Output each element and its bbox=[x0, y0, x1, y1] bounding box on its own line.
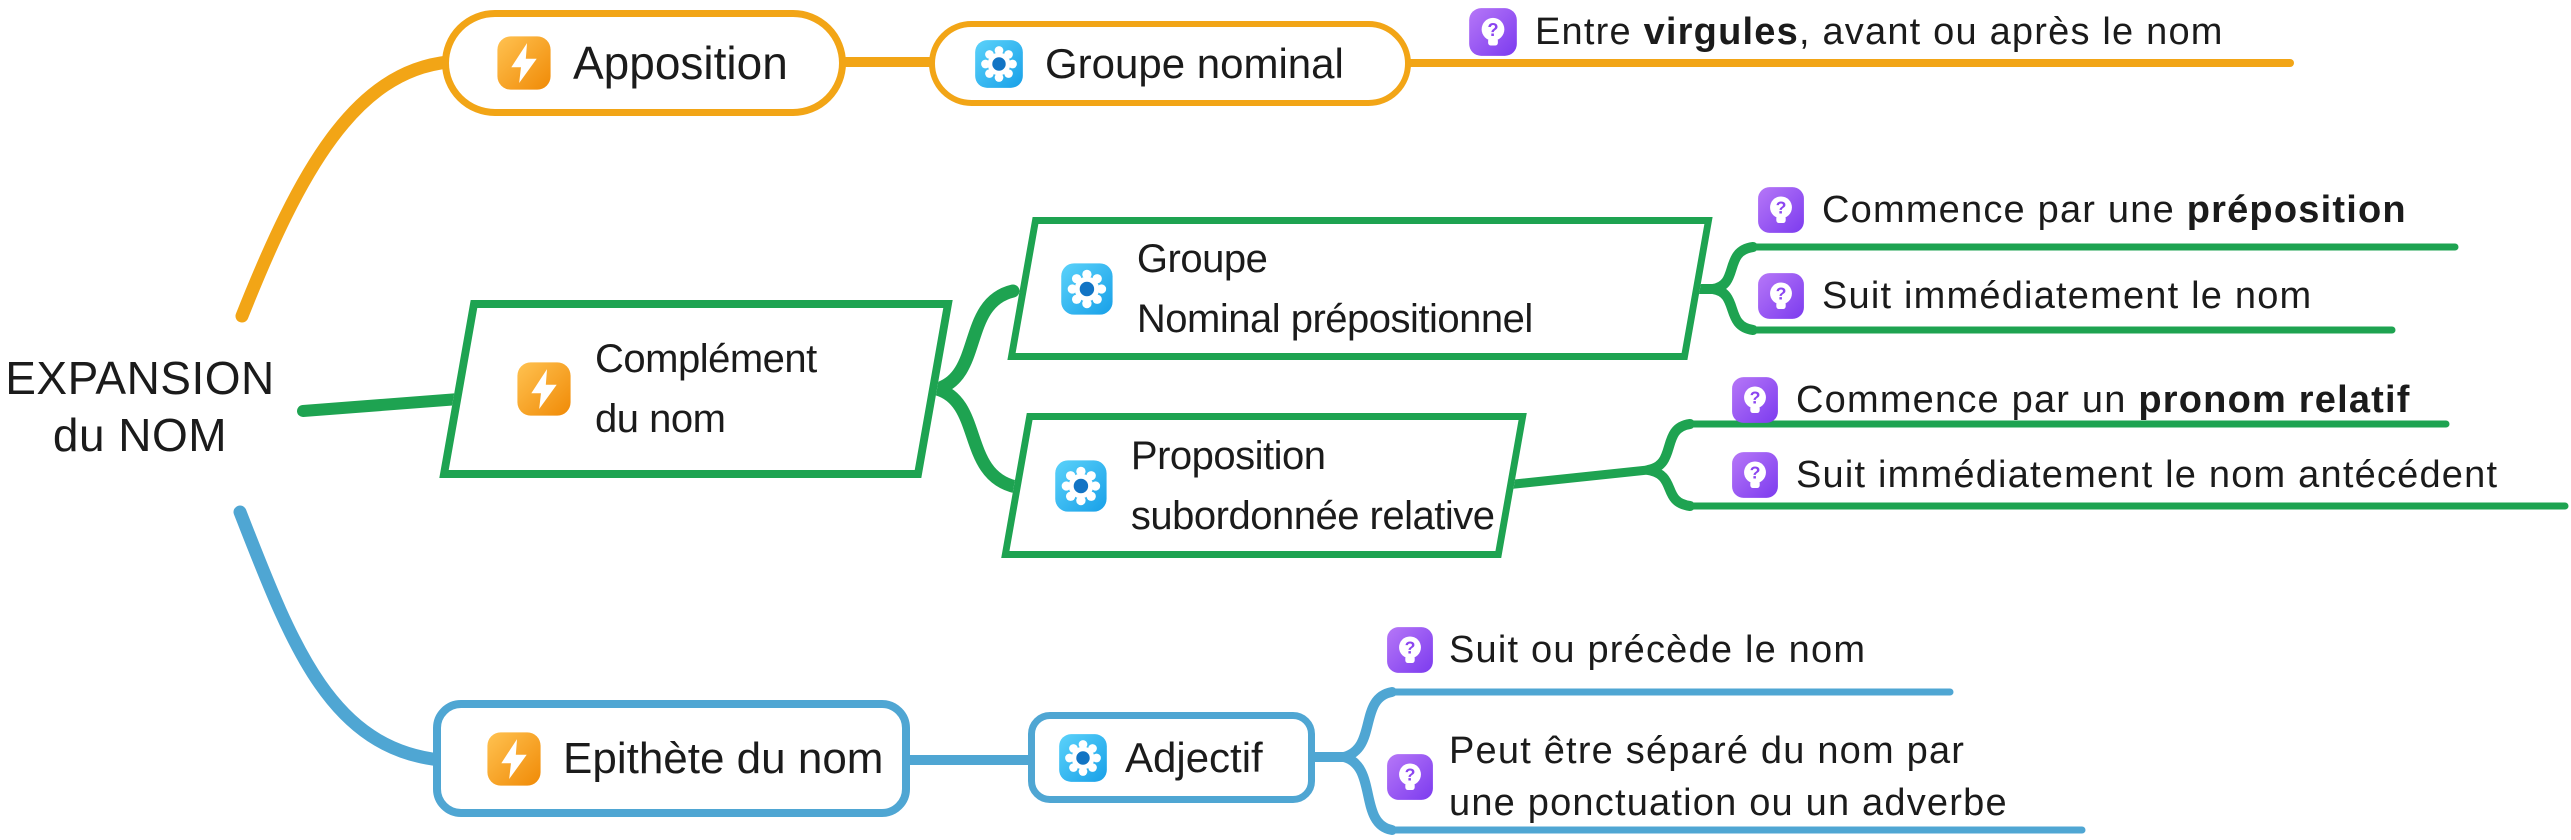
topic-psr-label: Proposition subordonnée relative bbox=[1131, 433, 1495, 538]
note-suit-ou-precede-text: Suit ou précède le nom bbox=[1449, 628, 1867, 671]
note-entre-virgules[interactable]: Entre virgules, avant ou après le nom bbox=[1467, 4, 2224, 60]
question-bulb-icon bbox=[1385, 752, 1435, 802]
topic-apposition-label: Apposition bbox=[573, 37, 788, 89]
topic-groupe-nominal[interactable]: Groupe nominal bbox=[929, 21, 1411, 106]
branch-complement-link bbox=[297, 393, 465, 417]
root-topic-expansion-du-nom[interactable]: EXPANSION du NOM bbox=[0, 350, 280, 464]
note-peut-etre-separe[interactable]: Peut être séparé du nom par une ponctuat… bbox=[1385, 722, 2008, 832]
note-suit-nom-antecedent-text: Suit immédiatement le nom antécédent bbox=[1796, 453, 2499, 496]
topic-groupe-nominal-label: Groupe nominal bbox=[1045, 39, 1344, 87]
topic-complement-label: Complément du nom bbox=[595, 337, 817, 441]
complement-children-brace bbox=[930, 284, 1023, 494]
question-bulb-icon bbox=[1730, 375, 1780, 425]
note-suit-nom-antecedent[interactable]: Suit immédiatement le nom antécédent bbox=[1730, 447, 2498, 503]
note-commence-preposition-text: Commence par une préposition bbox=[1822, 188, 2407, 231]
gear-icon bbox=[1053, 458, 1109, 514]
gear-icon bbox=[1057, 732, 1109, 784]
topic-epithete-du-nom[interactable]: Epithète du nom bbox=[433, 700, 910, 817]
lightning-icon bbox=[515, 360, 573, 418]
topic-adjectif[interactable]: Adjectif bbox=[1028, 712, 1315, 803]
note-suit-le-nom[interactable]: Suit immédiatement le nom bbox=[1756, 268, 2312, 324]
adjectif-notes-brace bbox=[1339, 687, 1397, 835]
branch-apposition-curve bbox=[235, 55, 455, 323]
question-bulb-icon bbox=[1467, 6, 1519, 58]
branch-epithete-curve bbox=[233, 505, 447, 767]
question-bulb-icon bbox=[1756, 185, 1806, 235]
topic-adjectif-label: Adjectif bbox=[1125, 733, 1263, 781]
note-suit-le-nom-text: Suit immédiatement le nom bbox=[1822, 274, 2313, 317]
topic-groupe-nominal-prepositionnel[interactable]: Groupe Nominal prépositionnel bbox=[1007, 217, 1713, 360]
gear-icon bbox=[1059, 261, 1115, 317]
note-commence-pronom-relatif-text: Commence par un pronom relatif bbox=[1796, 378, 2411, 421]
lightning-icon bbox=[495, 34, 553, 92]
topic-gnp-label: Groupe Nominal prépositionnel bbox=[1137, 236, 1533, 341]
note-commence-pronom-relatif[interactable]: Commence par un pronom relatif bbox=[1730, 372, 2411, 428]
gear-icon bbox=[973, 38, 1025, 90]
topic-proposition-subordonnee-relative[interactable]: Proposition subordonnée relative bbox=[1001, 413, 1527, 558]
note-suit-ou-precede[interactable]: Suit ou précède le nom bbox=[1385, 622, 1866, 678]
root-line1: EXPANSION bbox=[5, 352, 275, 404]
question-bulb-icon bbox=[1385, 625, 1435, 675]
note-entre-virgules-text: Entre virgules, avant ou après le nom bbox=[1535, 10, 2224, 53]
note-commence-preposition[interactable]: Commence par une préposition bbox=[1756, 182, 2407, 238]
lightning-icon bbox=[485, 730, 543, 788]
topic-epithete-label: Epithète du nom bbox=[563, 733, 884, 783]
gnp-notes-brace bbox=[1708, 242, 1758, 335]
psr-notes-brace bbox=[1643, 419, 1695, 511]
note-peut-etre-separe-text: Peut être séparé du nom par une ponctuat… bbox=[1449, 730, 2008, 824]
topic-apposition[interactable]: Apposition bbox=[442, 10, 846, 116]
question-bulb-icon bbox=[1730, 450, 1780, 500]
question-bulb-icon bbox=[1756, 271, 1806, 321]
topic-complement-du-nom[interactable]: Complément du nom bbox=[439, 300, 953, 478]
root-line2: du NOM bbox=[52, 409, 228, 461]
